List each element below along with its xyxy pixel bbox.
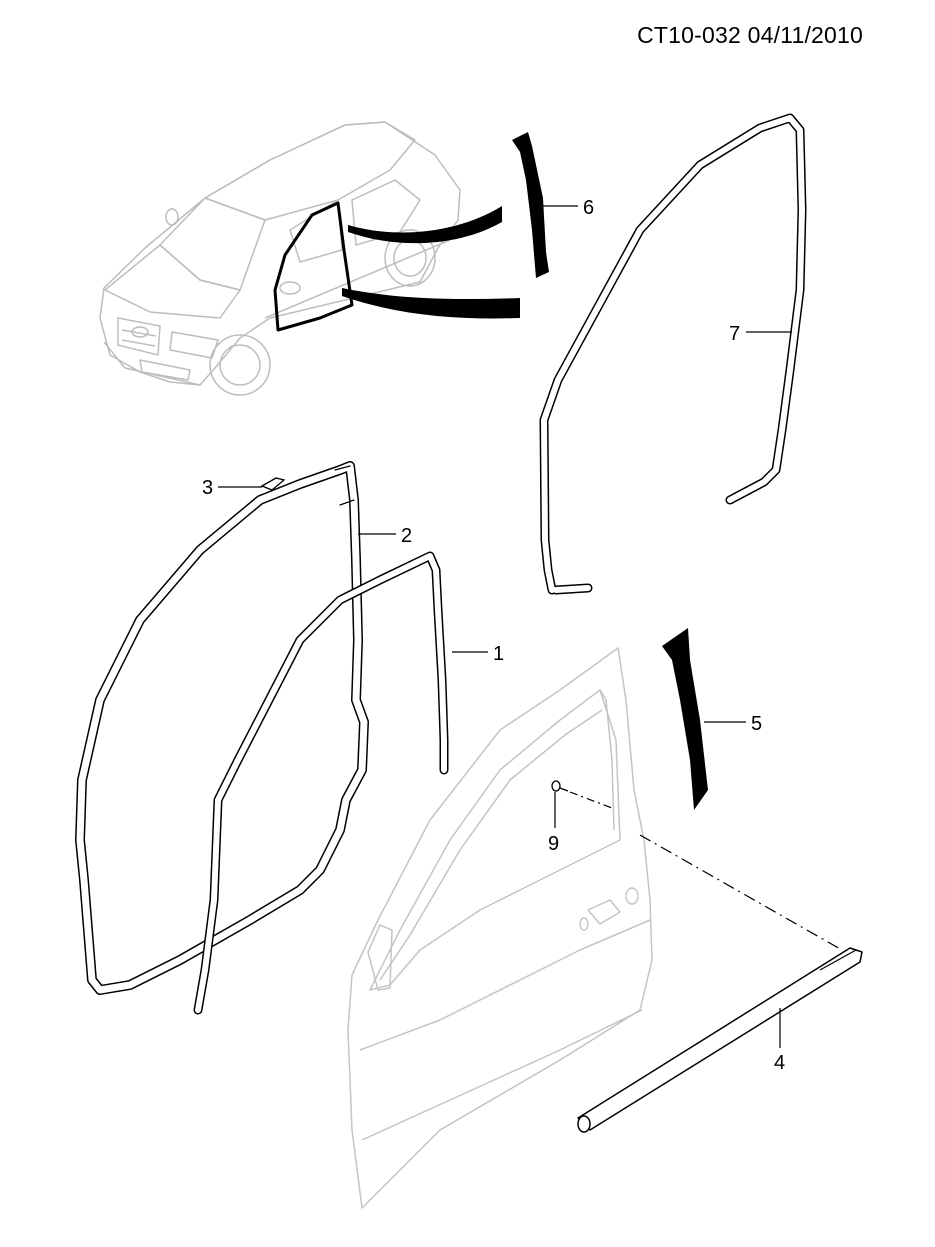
part-9-screw [551, 780, 569, 792]
callout-dashline-4 [639, 834, 843, 951]
callout-label-5: 5 [751, 713, 762, 735]
callout-label-3: 3 [202, 477, 213, 499]
callout-dashline-9 [569, 791, 613, 809]
part-1-door-seal [193, 551, 449, 1015]
callout-label-1: 1 [493, 643, 504, 665]
callout-label-4: 4 [774, 1052, 785, 1074]
diagram-code-date: CT10-032 04/11/2010 [637, 22, 863, 48]
part-5-pillar-molding [662, 628, 708, 810]
callout-swoosh-lower [342, 288, 520, 319]
car-overview-illustration [99, 121, 461, 396]
callout-label-7: 7 [729, 323, 740, 345]
callout-label-2: 2 [401, 525, 412, 547]
part-2-body-seal [75, 461, 369, 995]
part-7-weatherstrip [539, 113, 807, 595]
part-6-pillar-molding [512, 132, 549, 278]
callout-label-9: 9 [548, 833, 559, 855]
part-3-clip [260, 477, 286, 491]
part-4-belt-molding [577, 947, 863, 1133]
car-door-seal-highlight [273, 201, 354, 332]
callout-swoosh-upper [348, 206, 502, 244]
callout-label-6: 6 [583, 197, 594, 219]
front-door-illustration [347, 647, 653, 1209]
